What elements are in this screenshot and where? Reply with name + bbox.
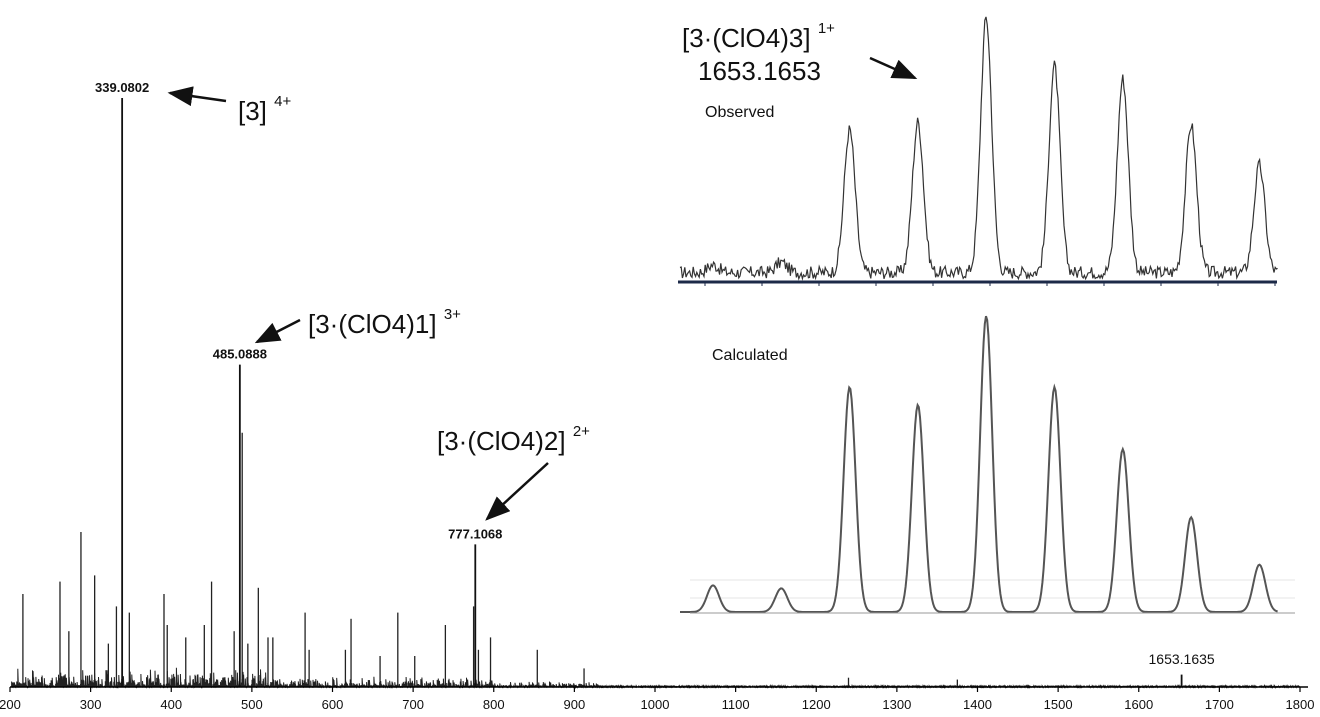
peak-mz-label: 339.0802 [95,80,149,95]
observed-axis-ticks [704,282,1276,286]
ion-label-777-charge: 2+ [573,423,590,440]
ion-label-777: [3·(ClO4)2] 2+ [437,423,590,456]
main-x-tick-label: 1000 [641,697,670,712]
inset-arrow [869,56,918,80]
ion-label-339-charge: 4+ [274,93,291,110]
main-x-tick-label: 1300 [882,697,911,712]
inset-calculated-title: Calculated [712,347,788,364]
ion-label-777-formula: [3·(ClO4)2] [437,426,566,456]
peak-mz-label: 1653.1635 [1149,651,1215,667]
main-x-tick-label: 200 [0,697,21,712]
ion-label-339: [3] 4+ [238,93,291,126]
calculated-isotope-trace [680,315,1278,613]
main-x-tick-label: 900 [564,697,586,712]
main-x-tick-label: 1200 [802,697,831,712]
main-x-tick-label: 500 [241,697,263,712]
main-minor-peaks [22,432,958,687]
main-x-tick-label: 1400 [963,697,992,712]
ion-label-485-formula: [3·(ClO4)1] [308,309,437,339]
main-x-tick-labels: 200 300 400 500 600 700 800 900 1000 1100 1200 1300… [0,697,1314,712]
inset-observed-title: Observed [705,104,774,121]
main-x-tick-label: 800 [483,697,505,712]
arrow-339 [167,86,227,107]
main-spectrum-panel: 200 300 400 500 600 700 800 900 1000 1100 1200 1300… [0,80,1314,712]
ion-annotations: [3] 4+ [3·(ClO4)1] 3+ [3·(ClO4)2] 2+ [167,86,590,521]
ion-label-485: [3·(ClO4)1] 3+ [308,306,461,339]
calculated-gridlines [690,579,1295,599]
main-x-tick-label: 1700 [1205,697,1234,712]
peak-mz-label: 485.0888 [213,347,267,362]
ion-label-485-charge: 3+ [444,306,461,323]
arrow-485 [254,318,301,344]
inset-ion-formula: [3·(ClO4)3] [682,23,811,53]
main-x-ticks [9,687,1301,692]
arrow-777 [485,462,549,521]
peak-mz-label: 777.1068 [448,526,502,541]
main-x-tick-label: 600 [322,697,344,712]
main-x-tick-label: 400 [160,697,182,712]
inset-ion-charge: 1+ [818,20,835,37]
main-x-tick-label: 300 [80,697,102,712]
main-x-tick-label: 700 [402,697,424,712]
inset-observed-panel: Observed [3·(ClO4)3] 1+ 1653.1653 [678,16,1278,286]
main-x-tick-label: 1500 [1044,697,1073,712]
main-x-tick-label: 1800 [1286,697,1315,712]
main-peak-labels: 339.0802 485.0888 777.1068 1653.1635 [95,80,1215,667]
main-major-peaks [121,98,1183,687]
main-x-tick-label: 1100 [722,697,750,712]
inset-ion-label: [3·(ClO4)3] 1+ [682,20,835,53]
inset-calculated-panel: Calculated [680,315,1295,614]
inset-ion-mass: 1653.1653 [698,56,821,86]
observed-isotope-trace [679,16,1278,281]
main-x-tick-label: 1600 [1124,697,1153,712]
ion-label-339-formula: [3] [238,96,267,126]
